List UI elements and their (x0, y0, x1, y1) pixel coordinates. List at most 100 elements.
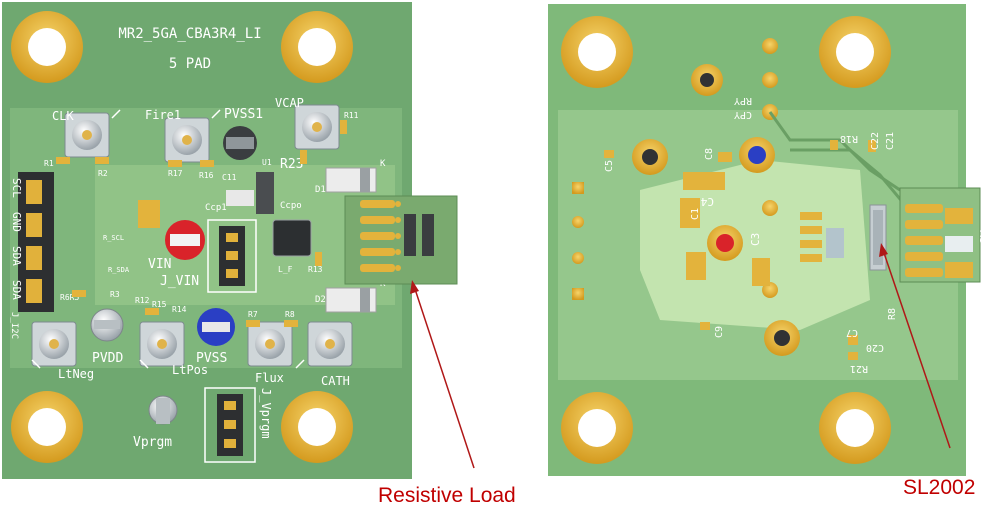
label-r8: R8 (285, 310, 295, 319)
silk-mark (139, 359, 149, 369)
mounting-hole (281, 11, 353, 83)
label-cath: CATH (321, 374, 350, 388)
cap-c22 (868, 140, 876, 152)
inductor-lf (272, 219, 312, 257)
resistive-load-board (344, 195, 458, 285)
label-ccpo: Ccpo (280, 201, 302, 211)
i2c-pin-sda: SDA (10, 246, 23, 266)
j-vprgm-header (217, 394, 243, 456)
resistor (246, 320, 260, 327)
label-c11: C11 (222, 173, 237, 182)
diode-d1 (325, 167, 377, 193)
arrow-head (410, 280, 419, 294)
i2c-pin-sda-2: SDA (10, 280, 23, 300)
i2c-header (18, 172, 54, 312)
arrow-head (879, 243, 888, 257)
label-c7: C7 (846, 327, 858, 338)
label-r14: R14 (172, 305, 187, 314)
test-point-red (707, 225, 743, 261)
diode-d2 (325, 287, 377, 313)
label-r11: R11 (344, 111, 359, 120)
connector-m3 (899, 187, 981, 283)
label-k1: K (380, 159, 386, 169)
resistor (200, 160, 214, 167)
mounting-hole (11, 391, 83, 463)
cap-c5 (604, 150, 614, 158)
sma-connector-flux (247, 321, 293, 367)
resistor (72, 290, 86, 297)
via-pad (762, 200, 778, 216)
label-c3: C3 (749, 233, 762, 246)
via-pad (762, 38, 778, 54)
resistive-load-arrow (413, 285, 475, 469)
label-lf: L_F (278, 265, 293, 274)
label-d2: D2 (315, 295, 326, 305)
label-vprgm: Vprgm (133, 435, 172, 450)
label-c21: C21 (885, 132, 896, 150)
mounting-hole (819, 16, 891, 88)
label-j-i2c: J_I2C (9, 312, 19, 339)
cap-c20 (848, 335, 858, 345)
caption-sl2002: SL2002 (903, 476, 976, 499)
label-r17: R17 (168, 169, 183, 178)
cap (800, 254, 822, 262)
label-r-scl: R_SCL (103, 234, 124, 242)
label-m3: M3 (977, 230, 991, 244)
pvss1-test-point (223, 126, 257, 160)
label-c1: C1 (690, 208, 701, 220)
right-board: RPY CPY (548, 4, 991, 476)
via-pad (762, 72, 778, 88)
cap-c1 (680, 198, 700, 228)
sma-connector-ltneg (31, 321, 77, 367)
label-c4: C4 (700, 195, 714, 208)
test-point-rpy (691, 64, 723, 96)
connector-pad (572, 288, 584, 300)
board-title: MR2_5GA_CBA3R4_LI (118, 26, 261, 42)
cap (752, 258, 770, 286)
cap-ccp1 (226, 190, 254, 206)
label-pvdd: PVDD (92, 351, 123, 366)
resistor (284, 320, 298, 327)
label-u1: U1 (262, 158, 272, 167)
cap-c9 (700, 322, 710, 330)
pvdd-test-point (90, 308, 124, 342)
label-j-vprgm: J_Vprgm (259, 388, 273, 439)
cap-c3 (686, 252, 706, 280)
label-clk: CLK (52, 109, 74, 123)
board-subtitle: 5 PAD (169, 56, 211, 72)
mounting-hole (281, 391, 353, 463)
u1-chip (256, 172, 274, 214)
resistor (315, 252, 322, 266)
label-c9: C9 (714, 326, 725, 338)
j-vprgm-outline (204, 387, 256, 463)
label-r2: R2 (98, 169, 108, 178)
label-vcap: VCAP (275, 96, 304, 110)
connector-pad (572, 182, 584, 194)
label-r7: R7 (248, 310, 258, 319)
cap-c8 (718, 152, 732, 162)
silk-mark (295, 359, 305, 369)
test-point-blue (739, 137, 775, 173)
cap-c2 (138, 200, 160, 228)
label-cpy: CPY (734, 109, 752, 120)
connector-pad (572, 216, 584, 228)
mounting-hole (819, 392, 891, 464)
label-r21: R21 (850, 363, 868, 374)
cap (800, 240, 822, 248)
label-c8: C8 (704, 148, 715, 160)
left-board: MR2_5GA_CBA3R4_LI 5 PAD (2, 2, 458, 479)
ic (826, 228, 844, 258)
caption-resistive-load: Resistive Load (378, 484, 516, 507)
i2c-pin-gnd: GND (10, 212, 23, 232)
resistor (168, 160, 182, 167)
sma-connector-clk (64, 112, 110, 158)
label-r18: R18 (840, 133, 858, 144)
sl2002-chip (869, 204, 887, 271)
mounting-hole (561, 16, 633, 88)
label-r15: R15 (152, 300, 167, 309)
resistor (95, 157, 109, 164)
label-r6r5: R6R5 (60, 293, 79, 302)
resistor (145, 308, 159, 315)
label-c22: C22 (870, 132, 881, 150)
